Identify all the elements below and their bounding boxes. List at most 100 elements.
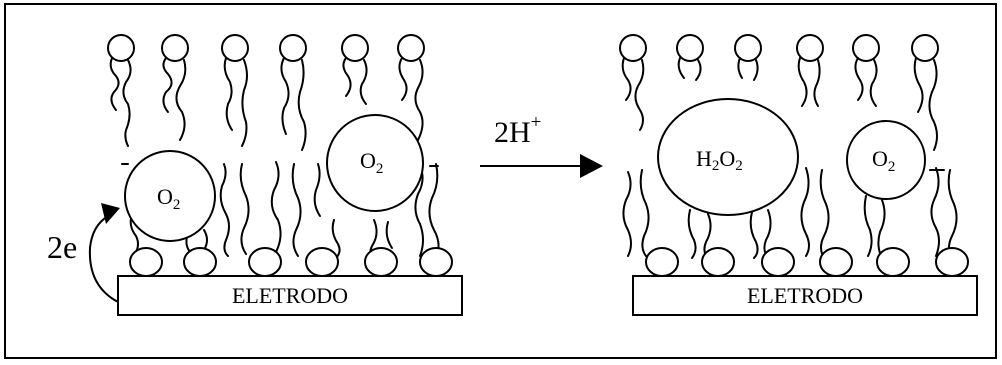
- lipid-tail: [928, 59, 938, 151]
- lipid-head: [796, 34, 824, 62]
- right-electrode: ELETRODO: [632, 275, 978, 316]
- lipid-tail: [634, 59, 645, 131]
- lipid-tail: [913, 57, 924, 113]
- lipid-head: [107, 34, 135, 62]
- o2-free-symbol-right: O: [872, 146, 888, 171]
- h2o2-o: O: [719, 146, 735, 171]
- o2-free-molecule-right: O2: [846, 120, 926, 200]
- lipid-tail: [877, 199, 886, 259]
- lipid-head: [852, 34, 880, 62]
- lipid-head: [701, 247, 735, 277]
- lipid-head: [761, 247, 795, 277]
- lipid-tail: [239, 163, 250, 255]
- lipid-tail: [869, 59, 878, 107]
- reaction-arrowhead: [580, 154, 603, 178]
- left-bottom-heads: [129, 247, 453, 277]
- reaction-reagent: 2H: [494, 116, 531, 149]
- right-lower-tails: [622, 167, 958, 259]
- right-electrode-bar: [632, 275, 978, 316]
- lipid-tail: [737, 57, 743, 79]
- lipid-tail: [819, 169, 830, 259]
- lipid-head: [819, 247, 853, 277]
- lipid-tail: [280, 57, 290, 135]
- lipid-tail: [291, 163, 302, 257]
- o2-bound-circle: [124, 150, 216, 242]
- o2-free-symbol-left: O: [360, 148, 376, 173]
- o2-free-subscript-left: 2: [376, 161, 384, 177]
- lipid-head: [676, 34, 704, 62]
- lipid-tail: [331, 219, 341, 259]
- reaction-reagent-superscript: +: [531, 112, 542, 133]
- lipid-tail: [687, 209, 697, 259]
- lipid-tail: [863, 195, 873, 257]
- svg-text:2H+: 2H+: [494, 112, 541, 149]
- lipid-tail: [223, 57, 233, 131]
- lipid-tail: [129, 213, 139, 253]
- lipid-tail: [342, 57, 352, 97]
- svg-text:O2: O2: [872, 146, 895, 175]
- lipid-head: [876, 247, 910, 277]
- lipid-tail: [241, 59, 248, 147]
- lipid-head: [397, 34, 425, 62]
- lipid-head: [341, 34, 369, 62]
- right-panel: H2O2 O2: [619, 34, 978, 316]
- h2o2-ellipse: [657, 98, 799, 216]
- left-top-heads: [107, 34, 425, 62]
- left-electrode-label: ELETRODO: [232, 283, 348, 308]
- lipid-tail: [175, 59, 187, 141]
- left-electrode: ELETRODO: [117, 275, 463, 316]
- svg-text:H2O2: H2O2: [696, 146, 743, 174]
- o2-free-circle-right: [846, 120, 926, 200]
- right-top-heads: [619, 34, 939, 62]
- lipid-tail: [162, 57, 173, 113]
- lipid-tail: [854, 57, 864, 101]
- o2-bound-symbol: O: [157, 184, 173, 209]
- lipid-tail: [313, 163, 321, 217]
- h2o2-h: H: [696, 146, 712, 171]
- lipid-tail: [800, 167, 810, 257]
- svg-text:O2: O2: [157, 184, 180, 213]
- lipid-tail: [797, 57, 808, 107]
- electron-transfer: 2e: [47, 203, 120, 303]
- o2-free-molecule-left: O2: [326, 114, 424, 212]
- lipid-head: [645, 247, 679, 277]
- lipid-head: [221, 34, 249, 62]
- reaction-arrow: 2H+: [480, 112, 603, 178]
- lipid-tail: [428, 163, 440, 259]
- lipid-tail: [695, 59, 702, 81]
- lipid-tail: [813, 59, 821, 107]
- h2o2-h-sub: 2: [712, 158, 720, 174]
- left-panel: O2 O2 ELETRODO 2e: [47, 34, 463, 316]
- electrons-label: 2e: [47, 229, 77, 265]
- lipid-head: [419, 247, 453, 277]
- lipid-tail: [297, 59, 307, 151]
- o2-free-subscript-right: 2: [888, 159, 896, 175]
- lipid-tail: [109, 57, 120, 111]
- lipid-head: [911, 34, 939, 62]
- lipid-tail: [270, 161, 282, 253]
- svg-text:O2: O2: [360, 148, 383, 177]
- lipid-head: [305, 247, 339, 277]
- lipid-head: [734, 34, 762, 62]
- lipid-tail: [749, 211, 759, 259]
- lipid-tail: [398, 57, 408, 101]
- lipid-head: [161, 34, 189, 62]
- right-bottom-heads: [645, 247, 969, 277]
- lipid-tail: [753, 59, 759, 81]
- left-electrode-bar: [117, 275, 463, 316]
- lipid-tail: [385, 221, 393, 249]
- h2o2-molecule: H2O2: [657, 98, 799, 216]
- lipid-tail: [930, 167, 940, 257]
- lipid-head: [935, 247, 969, 277]
- electron-arrow-curve: [88, 215, 119, 303]
- lipid-tail: [677, 57, 685, 79]
- right-electrode-label: ELETRODO: [747, 283, 863, 308]
- left-upper-tails: [109, 57, 424, 163]
- lipid-head: [279, 34, 307, 62]
- h2o2-o-sub: 2: [735, 158, 743, 174]
- electron-arrowhead: [101, 203, 120, 224]
- o2-free-circle-left: [326, 114, 424, 212]
- lipid-tail: [219, 163, 230, 257]
